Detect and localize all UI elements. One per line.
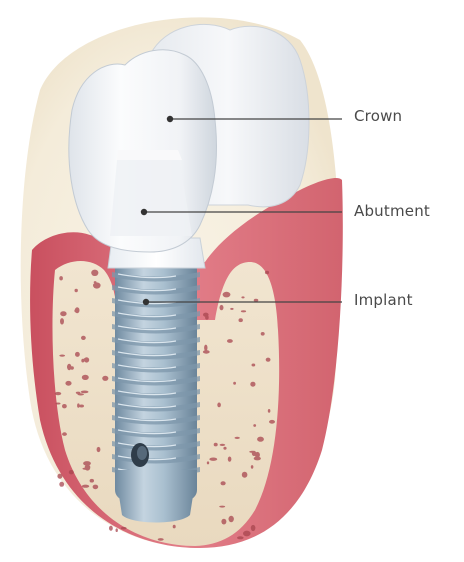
bone-spot [254,457,261,461]
bone-spot [84,357,89,362]
bone-spot [205,315,209,319]
bone-spot [116,528,118,532]
bone-spot [90,479,94,483]
bone-spot [214,443,218,447]
implant-label: Implant [354,291,413,309]
bone-spot [60,318,64,324]
bone-spot [55,392,61,395]
bone-spot [60,311,66,316]
implant-marker-dot [143,299,149,305]
bone-spot [221,481,226,485]
bone-spot [81,336,86,340]
bone-spot [62,404,67,408]
bone-spot [252,364,256,367]
bone-spot [217,403,221,408]
bone-spot [265,271,269,274]
bone-spot [59,276,63,280]
bone-spot [93,485,99,490]
bone-spot [81,391,89,394]
bone-spot [91,270,98,276]
bone-spot [57,474,62,479]
bone-spot [228,457,232,462]
bone-spot [268,409,271,413]
bone-spot [81,359,84,363]
bone-spot [82,485,89,488]
bone-spot [239,318,243,322]
bone-spot [220,444,226,446]
bone-spot [241,310,246,312]
bone-spot [79,405,84,408]
bone-spot [242,472,248,478]
bone-spot [243,531,251,537]
implant-screw [112,260,200,523]
bone-spot [74,309,77,312]
crown-marker-dot [167,116,173,122]
bone-spot [254,299,259,302]
abutment-marker-dot [141,209,147,215]
bone-spot [235,437,240,439]
bone-spot [97,447,101,452]
bone-spot [102,376,108,381]
bone-spot [82,375,89,380]
bone-spot [203,350,210,354]
bone-spot [253,424,256,427]
bone-spot [237,536,244,539]
bone-spot [75,352,80,357]
bone-spot [229,516,234,522]
bone-spot [207,461,209,464]
bone-spot [266,358,271,362]
bone-spot [219,506,225,508]
bone-spot [76,392,81,394]
bone-spot [94,281,97,283]
bone-spot [250,382,255,387]
bone-spot [204,345,207,351]
bone-spot [59,355,65,357]
bone-spot [241,296,244,298]
bone-spot [221,519,226,525]
bone-spot [251,525,256,531]
bone-spot [220,305,224,310]
bone-spot [223,292,231,298]
bone-spot [93,282,101,288]
bone-spot [233,382,236,385]
abutment-label: Abutment [354,202,430,220]
bone-spot [121,527,127,530]
bone-spot [173,525,176,529]
bone-spot [77,403,80,407]
bone-spot [83,461,91,466]
bone-spot [257,437,264,442]
bone-spot [75,289,78,292]
bone-spot [59,482,64,487]
bone-spot [251,465,254,469]
bone-spot [62,432,67,436]
bone-spot [261,332,265,336]
bone-spot [65,381,71,386]
bone-spot [69,470,74,474]
bone-spot [209,458,217,461]
bone-spot [158,538,164,541]
bone-spot [223,447,226,450]
bone-spot [227,339,233,343]
bone-spot [230,308,233,310]
abutment [110,150,192,236]
crown-label: Crown [354,107,402,125]
bone-spot [249,451,255,453]
bone-spot [269,420,275,424]
bone-spot [109,526,113,531]
bone-spot [56,403,61,405]
bone-spot [67,364,71,370]
